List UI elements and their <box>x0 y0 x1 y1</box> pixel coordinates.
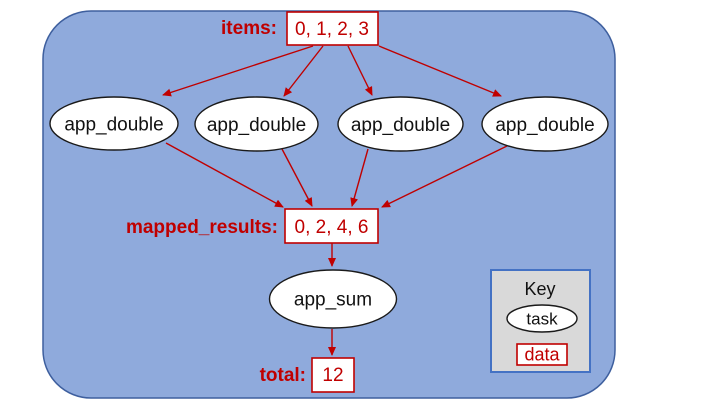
legend-task-ellipse <box>506 304 578 333</box>
items-label: items: <box>221 18 277 39</box>
arrow-items-to-double-3 <box>347 45 373 96</box>
task-node-app-double-1 <box>49 96 179 151</box>
task-node-app-double-3-label: app_double <box>351 115 450 136</box>
total-data-box <box>311 357 355 393</box>
mapped-results-label: mapped_results: <box>126 217 278 238</box>
task-node-app-double-4 <box>481 96 609 152</box>
task-node-app-sum-label: app_sum <box>294 290 372 311</box>
legend: Key task data <box>490 269 591 373</box>
total-label: total: <box>260 365 306 386</box>
legend-task-label: task <box>526 310 558 329</box>
arrow-items-to-double-4 <box>378 45 502 97</box>
diagram-background-panel <box>42 10 616 399</box>
arrow-double-3-to-mapped <box>350 148 369 207</box>
task-node-app-double-2 <box>194 96 319 152</box>
task-node-app-double-1-label: app_double <box>64 115 163 136</box>
mapped-results-value: 0, 2, 4, 6 <box>295 217 369 238</box>
total-value: 12 <box>322 365 343 386</box>
arrow-items-to-double-1 <box>162 45 314 97</box>
legend-data-box <box>516 343 568 366</box>
arrow-double-4-to-mapped <box>381 145 508 208</box>
task-node-app-double-2-label: app_double <box>207 115 306 136</box>
arrow-items-to-double-2 <box>283 45 324 97</box>
mapped-results-data-box <box>284 208 379 244</box>
arrow-double-1-to-mapped <box>165 142 284 208</box>
task-node-app-sum <box>268 269 398 329</box>
task-node-app-double-3 <box>337 96 464 152</box>
legend-data-label: data <box>524 345 560 365</box>
items-value: 0, 1, 2, 3 <box>295 19 369 40</box>
task-node-app-double-4-label: app_double <box>495 115 594 136</box>
legend-title: Key <box>524 279 555 299</box>
items-data-box <box>286 11 379 46</box>
arrow-double-2-to-mapped <box>281 148 313 207</box>
